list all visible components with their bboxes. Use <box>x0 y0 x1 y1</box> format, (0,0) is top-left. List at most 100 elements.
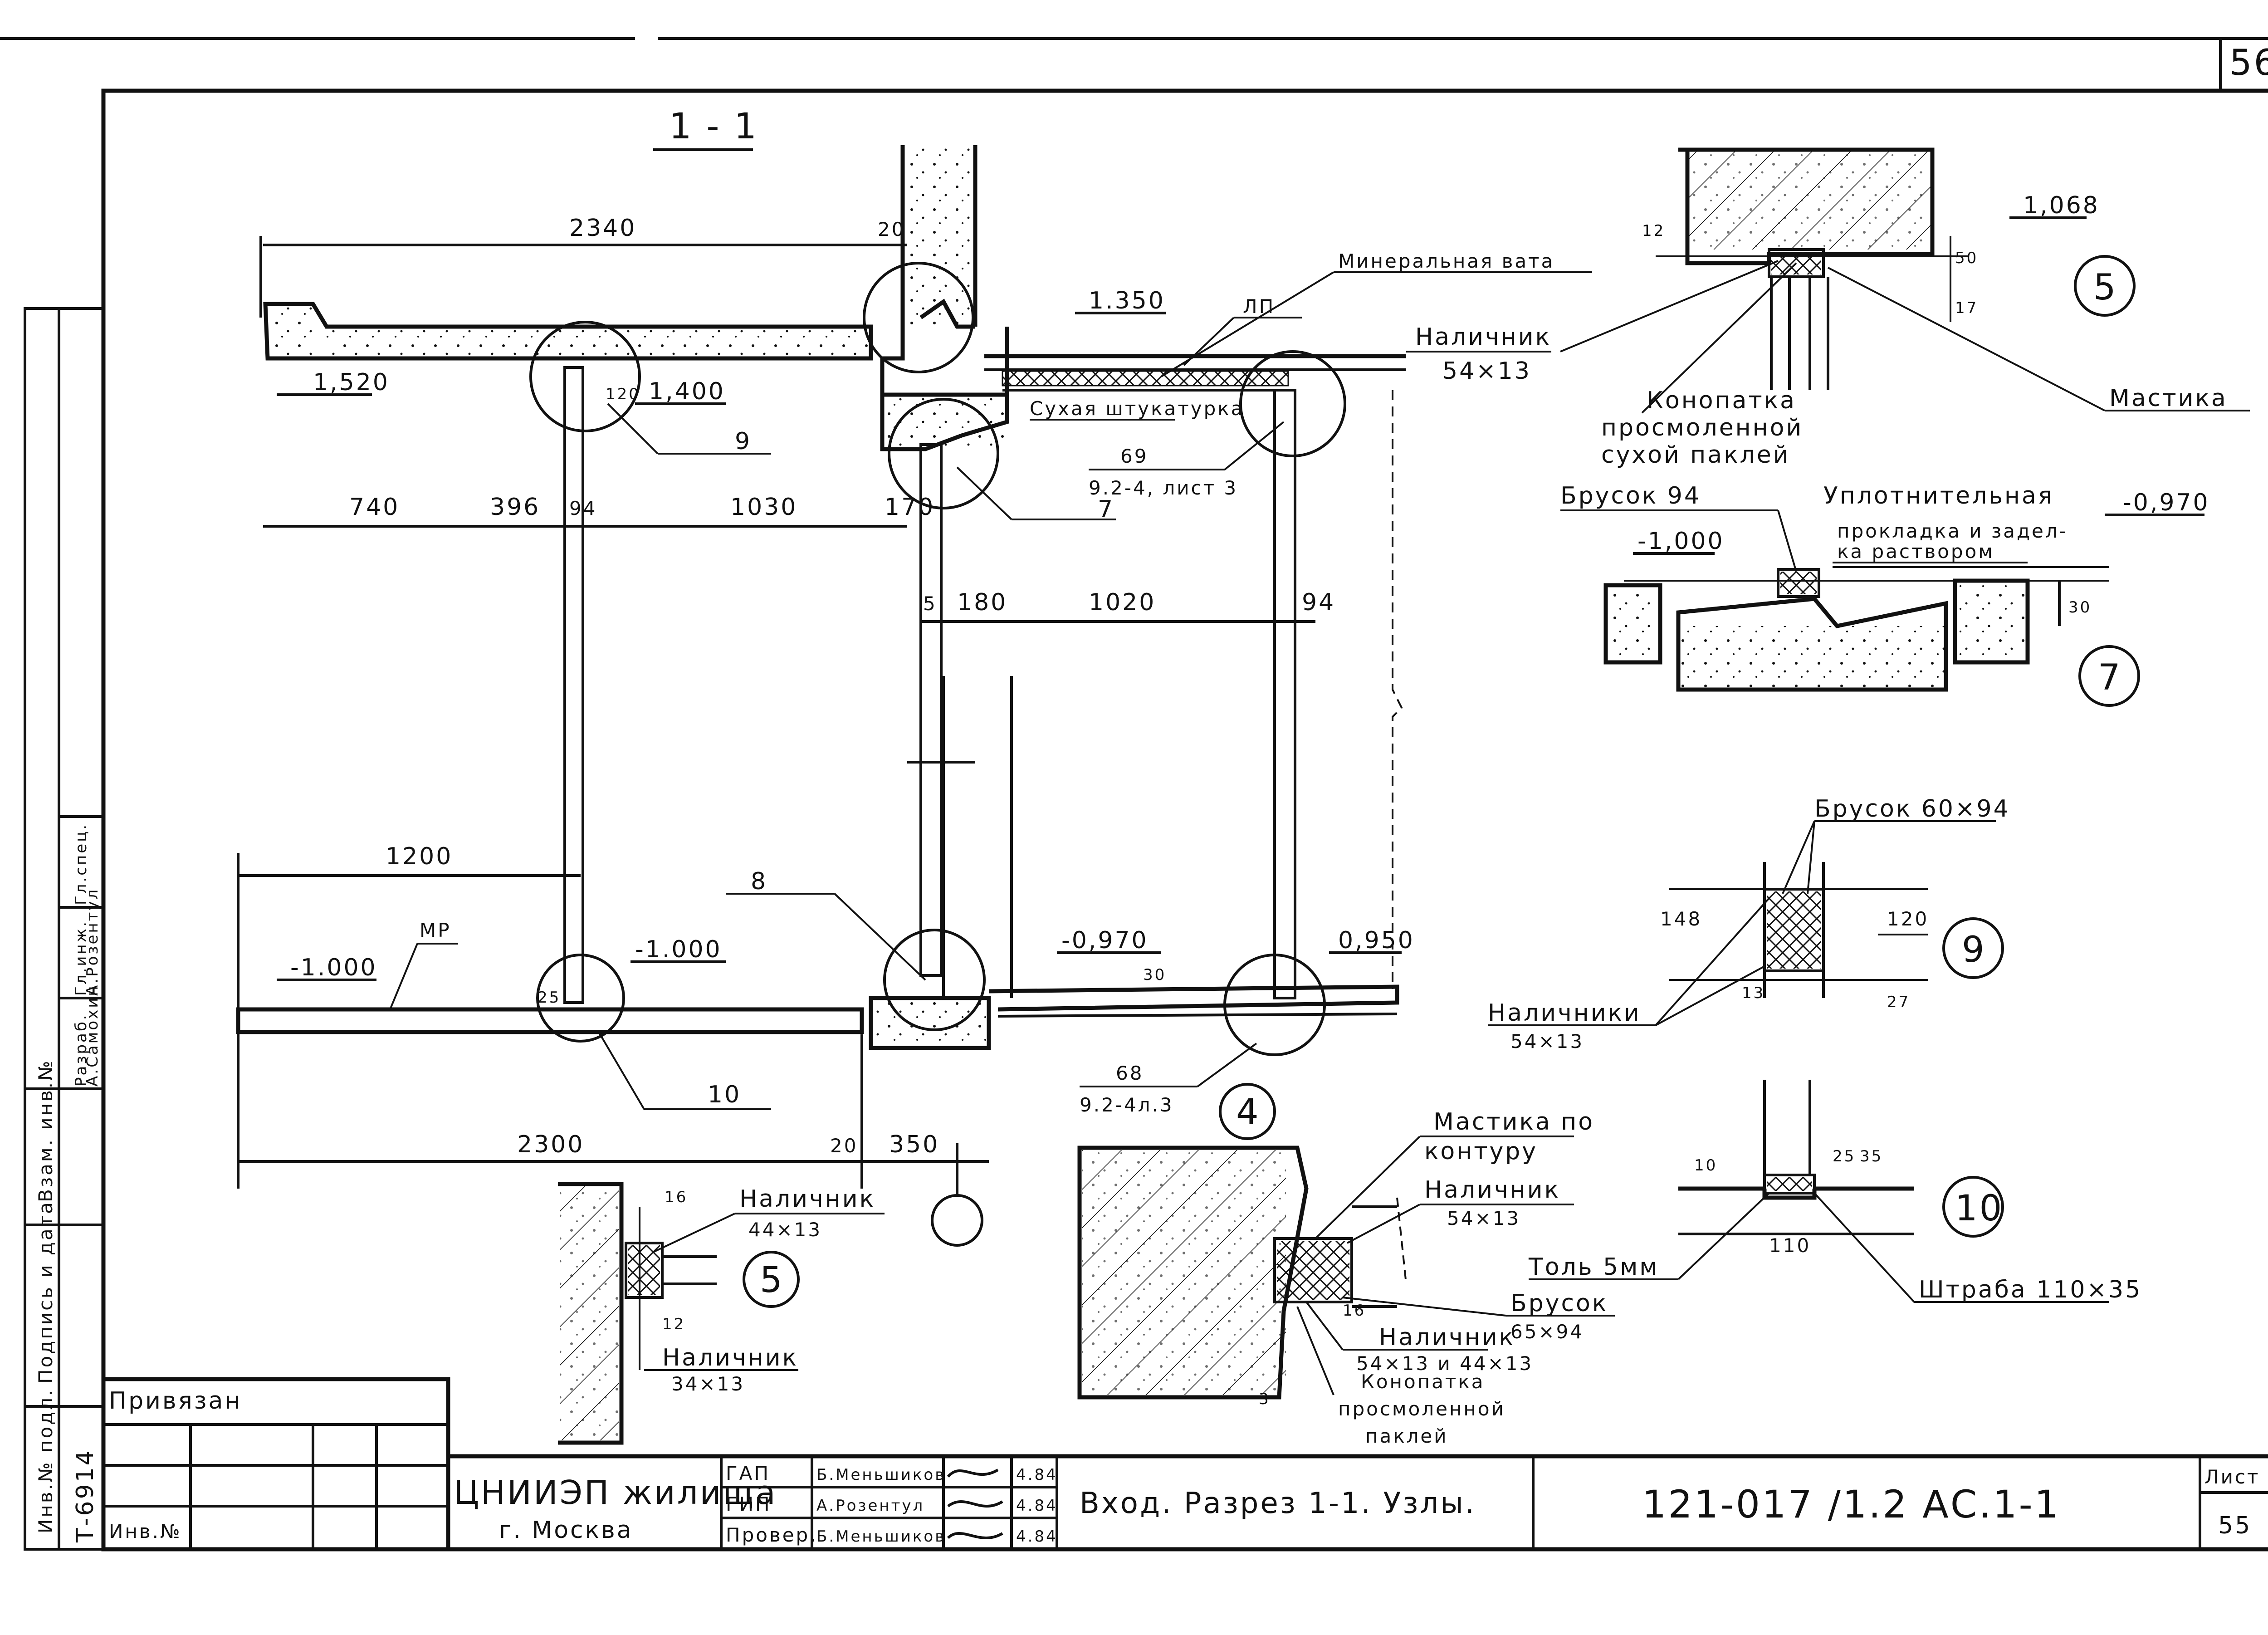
stamp-name-1: А.Самохин <box>83 984 102 1087</box>
name-1: Б.Меньшиков <box>816 1466 946 1484</box>
page-number: 56 <box>2229 43 2268 83</box>
node7-d50: 50 <box>1955 249 1978 267</box>
margin-stamp <box>24 307 105 1551</box>
node10-shtraba: Штраба 110×35 <box>1919 1276 2142 1303</box>
dim-2300: 2300 <box>517 1131 584 1158</box>
ref-69: 69 <box>1120 445 1148 467</box>
node7-number: 5 <box>2093 267 2118 308</box>
node5-nal44: Наличник <box>739 1185 875 1213</box>
name-2: А.Розентул <box>816 1497 924 1515</box>
inv-podl-value: Т-6914 <box>72 1449 99 1543</box>
privyazan-label: Привязан <box>109 1387 242 1415</box>
note-nalichnik-54: Наличник <box>1415 323 1551 351</box>
node4-konop-2: просмоленной <box>1338 1398 1505 1420</box>
node7-konopatka-2: просмоленной <box>1601 414 1803 441</box>
note-lp: ЛП <box>1243 295 1275 318</box>
node10-tol: Толь 5мм <box>1528 1253 1659 1281</box>
podpis-label: Подпись и дата <box>34 1200 57 1384</box>
node9-d13: 13 <box>1742 984 1765 1002</box>
note-nalichnik-54-size: 54×13 <box>1442 357 1531 385</box>
node9-d120: 120 <box>1887 908 1929 930</box>
date-3: 4.84 <box>1016 1527 1058 1546</box>
node8-number: 7 <box>2098 657 2122 698</box>
stamp-row-3: Гл.спец. <box>72 823 90 905</box>
node5-d16: 16 <box>665 1188 688 1206</box>
section-title: 1 - 1 <box>669 106 758 147</box>
node4-d3: 3 <box>1259 1390 1271 1408</box>
sheet-number: 55 <box>2218 1512 2252 1539</box>
level-1520: 1,520 <box>313 369 390 396</box>
dim-396: 396 <box>490 494 540 521</box>
ref-69-detail: 9.2-4, лист 3 <box>1089 477 1238 499</box>
org-city: г. Москва <box>499 1517 633 1544</box>
dim-94-b: 94 <box>1302 589 1335 616</box>
sheet-label: Лист <box>2204 1466 2260 1488</box>
node8-level-2: -0,970 <box>2123 489 2210 516</box>
dim-1020: 1020 <box>1089 589 1156 616</box>
node8-brusok: Брусок 94 <box>1560 482 1701 509</box>
node10-d25: 25 <box>1833 1147 1856 1165</box>
role-gip: ГИП <box>726 1493 772 1515</box>
node8-d30: 30 <box>2068 598 2092 617</box>
node10-number: 10 <box>1955 1188 2004 1229</box>
node4-konop-3: паклей <box>1365 1425 1448 1447</box>
dim-1030: 1030 <box>730 494 797 521</box>
name-3: Б.Меньшиков <box>816 1527 946 1546</box>
node7-konopatka-3: сухой паклей <box>1601 441 1790 469</box>
role-gap: ГАП <box>726 1462 770 1484</box>
title-block <box>101 1377 2268 1552</box>
ref-68: 68 <box>1116 1062 1144 1084</box>
node9-nal: Наличники <box>1488 999 1641 1027</box>
level-minus-1000-a: -1.000 <box>290 954 377 981</box>
node5-label: 5 <box>760 1260 784 1301</box>
node4-nal2: Наличник <box>1379 1324 1515 1351</box>
node7-konopatka-1: Конопатка <box>1647 387 1796 414</box>
stamp-row-1: Разраб. <box>72 1013 90 1087</box>
callout-8: 8 <box>751 868 767 895</box>
note-mr: МР <box>420 919 451 941</box>
dim-20-top: 20 <box>878 218 905 240</box>
node5-nal34: Наличник <box>662 1344 798 1371</box>
stamp-name-2: А.Розентул <box>83 888 102 996</box>
ref-68-detail: 9.2-4л.3 <box>1080 1094 1174 1116</box>
node4-brusok: Брусок <box>1510 1290 1608 1317</box>
level-1350: 1.350 <box>1089 287 1165 314</box>
dim-120: 120 <box>606 385 640 403</box>
dim-20-bot: 20 <box>830 1135 858 1157</box>
drawing-title: Вход. Разрез 1-1. Узлы. <box>1080 1487 1476 1520</box>
signature-1 <box>947 1469 999 1478</box>
note-mineral-wool: Минеральная вата <box>1338 250 1554 272</box>
node8-upl-1: Уплотнительная <box>1823 482 2054 509</box>
node10-d110: 110 <box>1769 1234 1811 1257</box>
role-prover: Провер. <box>726 1524 818 1546</box>
node4-nal-size: 54×13 <box>1447 1207 1520 1229</box>
section-dimensions <box>237 236 1315 1189</box>
node10-d35: 35 <box>1860 1147 1883 1165</box>
level-minus-1000-b: -1.000 <box>635 936 722 963</box>
node4-konop-1: Конопатка <box>1361 1371 1485 1393</box>
node10-d10: 10 <box>1694 1156 1717 1175</box>
callout-10: 10 <box>708 1081 741 1108</box>
dim-2340: 2340 <box>569 215 636 242</box>
note-dry-plaster: Сухая штукатурка <box>1030 397 1244 420</box>
node-7 <box>1656 147 1969 390</box>
node7-mastika: Мастика <box>2109 385 2228 412</box>
node7-d17: 17 <box>1955 299 1978 317</box>
node8-upl-3: ка раствором <box>1837 540 1994 563</box>
node4-nal2-size: 54×13 и 44×13 <box>1356 1352 1533 1375</box>
node-4 <box>1077 1145 1407 1400</box>
node8-level-1: -1,000 <box>1637 528 1725 555</box>
node9-nal-size: 54×13 <box>1510 1030 1584 1052</box>
node4-nal: Наличник <box>1424 1176 1560 1204</box>
level-0950: 0,950 <box>1338 927 1415 954</box>
node-5 <box>558 1182 717 1445</box>
dim-25: 25 <box>538 989 561 1007</box>
dim-740: 740 <box>349 494 400 521</box>
node7-level: 1,068 <box>2023 192 2100 219</box>
node4-mastika-2: контуру <box>1424 1138 1538 1165</box>
node4-mastika-1: Мастика по <box>1433 1108 1594 1136</box>
node-8 <box>1603 566 2109 692</box>
org-name: ЦНИИЭП жилища <box>454 1473 777 1512</box>
node9-d27: 27 <box>1887 993 1910 1011</box>
